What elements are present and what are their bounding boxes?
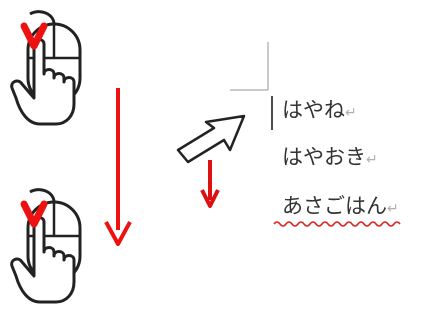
paragraph-mark: ↵ <box>387 201 399 217</box>
small-down-arrow-icon <box>200 160 220 208</box>
document-line[interactable]: あさごはん↵ <box>282 193 399 222</box>
spellcheck-underline <box>273 221 401 227</box>
scroll-down-arrow-icon <box>104 88 132 246</box>
paragraph-mark: ↵ <box>345 105 357 121</box>
document-line-text: あさごはん <box>282 194 387 218</box>
document-line[interactable]: はやね↵ <box>282 97 357 126</box>
document-line-text: はやね <box>282 98 345 122</box>
document-line-text: はやおき <box>282 145 366 169</box>
paragraph-mark: ↵ <box>366 152 378 168</box>
mouse-hand-icon <box>12 190 80 302</box>
mouse-hand-icon <box>12 12 80 124</box>
pointer-arrow-icon <box>176 114 246 164</box>
document-line[interactable]: はやおき↵ <box>282 144 378 173</box>
margin-corner-mark <box>230 42 269 91</box>
